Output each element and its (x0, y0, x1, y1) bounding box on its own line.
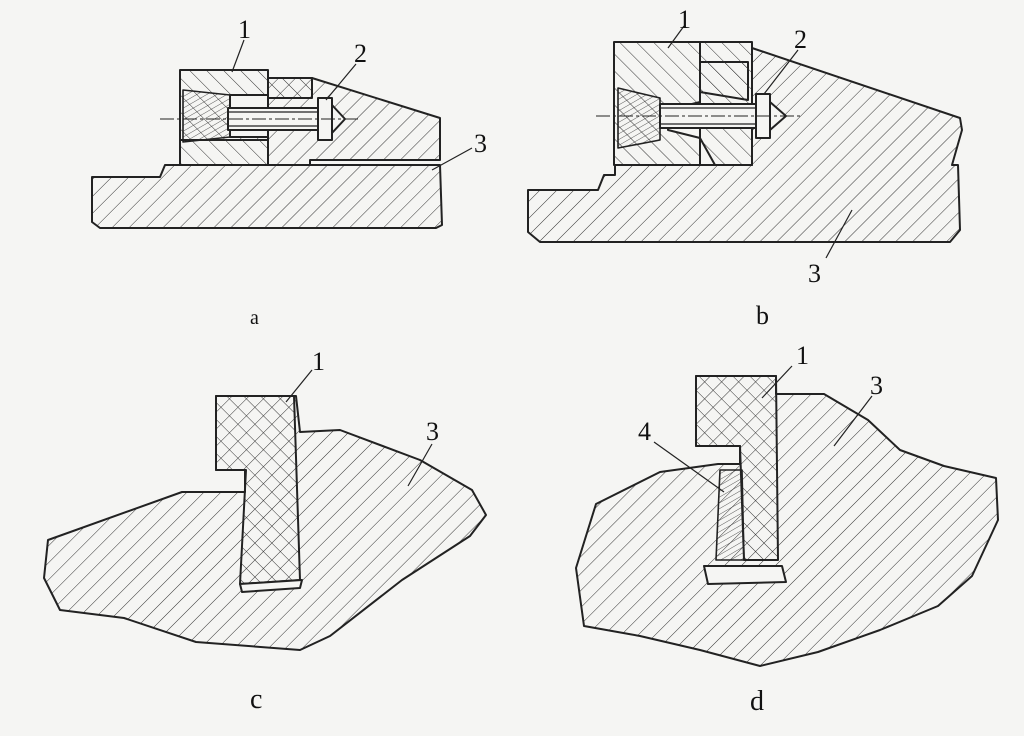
panel-c-leader-1 (285, 369, 313, 403)
panel-d-callout-3: 3 (870, 371, 883, 400)
panel-d-leader-4 (653, 441, 725, 493)
panel-a-callout-1: 1 (238, 15, 251, 44)
panel-a-bolt-2 (160, 97, 360, 141)
panel-b-leader-3 (825, 209, 853, 259)
panel-b-leader-1 (667, 25, 685, 49)
panel-c-leader-3 (407, 443, 433, 487)
panel-d: 1 3 4 d (575, 341, 999, 717)
panel-b-body-3 (527, 47, 963, 243)
panel-b-bolt-2 (596, 93, 800, 139)
panel-a-callout-3: 3 (474, 129, 487, 158)
panel-d-callout-1: 1 (796, 341, 809, 370)
panel-b-callout-2: 2 (794, 25, 807, 54)
panel-c: 1 3 c (43, 347, 487, 715)
panel-a-caption: a (250, 307, 259, 329)
panel-d-shim-4 (715, 469, 745, 561)
panel-d-slot (703, 565, 787, 585)
panel-a-flange (267, 77, 313, 99)
panel-b-caption: b (756, 301, 769, 330)
panel-a-leader-2 (325, 63, 357, 101)
panel-c-callout-3: 3 (426, 417, 439, 446)
panel-c-callout-1: 1 (312, 347, 325, 376)
panel-d-callout-4: 4 (638, 417, 651, 446)
panel-d-leader-1 (761, 365, 793, 399)
panel-b-callout-1: 1 (678, 5, 691, 34)
panel-b: 1 2 3 b (527, 5, 963, 330)
panel-b-leader-2 (763, 49, 799, 95)
panel-d-caption: d (750, 686, 764, 717)
panel-a-callout-2: 2 (354, 39, 367, 68)
panel-d-leader-3 (833, 395, 873, 447)
panel-c-gap (239, 579, 303, 593)
panel-a-leader-1 (231, 39, 245, 73)
panel-b-callout-3: 3 (808, 259, 821, 288)
panel-c-caption: c (250, 684, 262, 715)
panel-a-wedge (182, 89, 231, 143)
panel-b-wedge (617, 87, 661, 149)
panel-a: 1 2 3 a (91, 15, 487, 329)
panel-a-leader-3 (431, 147, 473, 171)
